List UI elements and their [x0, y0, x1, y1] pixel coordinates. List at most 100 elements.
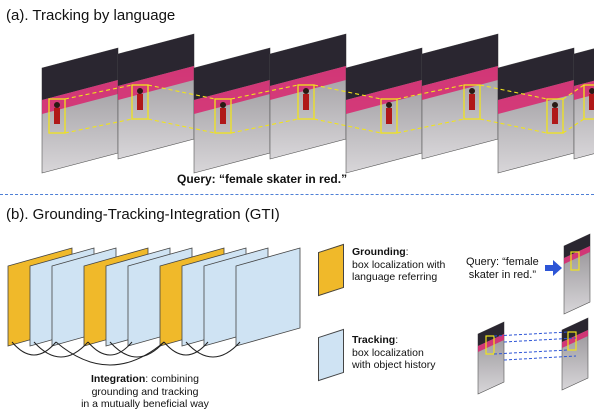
- example-grounding-frame: [563, 233, 591, 315]
- example-tracking-frame-2: [561, 317, 589, 391]
- track-link: [230, 118, 299, 134]
- tracking-line3: with object history: [352, 359, 436, 371]
- video-frame: [41, 47, 119, 174]
- video-frame: [345, 47, 423, 174]
- skater-figure: [386, 108, 392, 124]
- right-arrow-icon: [545, 260, 562, 276]
- grounding-label: Grounding: [352, 246, 406, 258]
- example-query-line2: skater in red.”: [468, 269, 536, 281]
- track-link: [562, 84, 585, 100]
- rink-banner: [42, 80, 118, 114]
- track-link: [313, 118, 382, 134]
- track-link: [562, 118, 585, 134]
- integration-arc: [33, 341, 89, 358]
- bounding-box: [567, 331, 577, 351]
- bounding-box: [131, 84, 149, 120]
- example-tracking-frame-1: [477, 321, 505, 395]
- crowd-band: [42, 48, 118, 100]
- integration-line3: in a mutually beneficial way: [81, 398, 209, 410]
- tracking-line2: box localization: [352, 346, 424, 359]
- bounding-box: [380, 98, 398, 134]
- crowd-band: [346, 48, 422, 100]
- bounding-box: [48, 98, 66, 134]
- crowd-band: [478, 322, 504, 346]
- section-divider: [0, 194, 594, 195]
- skater-head: [469, 88, 475, 94]
- skater-head: [589, 88, 594, 94]
- crowd-band: [422, 34, 498, 86]
- video-frame: [573, 48, 594, 160]
- rink-banner: [478, 334, 504, 352]
- skater-head: [54, 102, 60, 108]
- skater-head: [552, 102, 558, 108]
- track-link: [479, 118, 548, 134]
- tracking-frame: [235, 247, 301, 347]
- crowd-band: [194, 48, 270, 100]
- grounding-line3: language referring: [352, 271, 438, 283]
- section-b-title: (b). Grounding-Tracking-Integration (GTI…: [6, 206, 280, 223]
- video-frame: [421, 33, 499, 160]
- integration-label-rest: : combining: [145, 373, 199, 385]
- integration-arc: [185, 341, 241, 358]
- integration-line2: grounding and tracking: [91, 385, 199, 398]
- track-link: [230, 84, 299, 100]
- track-link: [64, 84, 133, 100]
- skater-figure: [54, 108, 60, 124]
- video-frame: [269, 33, 347, 160]
- track-link: [493, 349, 569, 355]
- integration-arc: [109, 341, 165, 358]
- bounding-box: [297, 84, 315, 120]
- bounding-box: [583, 84, 594, 120]
- integration-label: Integration: [91, 373, 146, 385]
- grounding-legend-text: Grounding: box localization with languag…: [352, 246, 445, 284]
- track-link: [493, 331, 569, 337]
- rink-banner: [270, 66, 346, 100]
- track-link: [503, 337, 577, 343]
- rink-banner: [346, 80, 422, 114]
- track-link: [396, 118, 465, 134]
- skater-head: [137, 88, 143, 94]
- rink-banner: [118, 66, 194, 100]
- grounding-label-rest: :: [405, 246, 409, 258]
- crowd-band: [574, 48, 594, 86]
- integration-arc: [163, 341, 209, 356]
- query-caption: Query: “female skater in red.”: [177, 172, 348, 186]
- integration-arc: [11, 341, 57, 356]
- skater-figure: [469, 94, 475, 110]
- track-link: [479, 84, 548, 100]
- bounding-box: [214, 98, 232, 134]
- track-link: [313, 84, 382, 100]
- tracking-label-rest: :: [395, 334, 399, 346]
- rink-banner: [422, 66, 498, 100]
- example-query-line1: Query: “female: [466, 256, 539, 268]
- crowd-band: [270, 34, 346, 86]
- skater-figure: [589, 94, 594, 110]
- grounding-line2: box localization with: [352, 258, 446, 271]
- rink-banner: [194, 80, 270, 114]
- bounding-box: [570, 251, 580, 271]
- tracking-label: Tracking: [352, 334, 396, 346]
- video-frame: [117, 33, 195, 160]
- skater-figure: [137, 94, 143, 110]
- crowd-band: [118, 34, 194, 86]
- section-a-title: (a). Tracking by language: [6, 7, 176, 24]
- skater-figure: [220, 108, 226, 124]
- video-frame: [193, 47, 271, 174]
- track-link: [64, 118, 133, 134]
- bounding-box: [485, 335, 495, 355]
- track-link: [396, 84, 465, 100]
- skater-head: [220, 102, 226, 108]
- crowd-band: [498, 48, 574, 100]
- track-link: [147, 118, 216, 134]
- integration-arc: [87, 341, 133, 356]
- track-link: [503, 355, 577, 361]
- skater-head: [386, 102, 392, 108]
- integration-arc: [55, 341, 165, 366]
- track-link: [147, 84, 216, 100]
- skater-head: [303, 88, 309, 94]
- bounding-box: [546, 98, 564, 134]
- example-query: Query: “female skater in red.”: [466, 256, 539, 282]
- skater-figure: [552, 108, 558, 124]
